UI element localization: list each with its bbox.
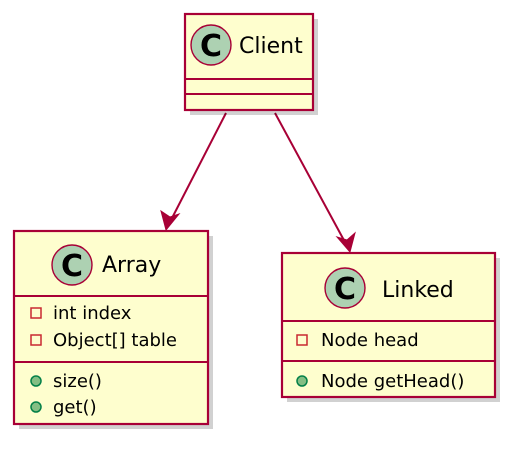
class-array-method: get() [53,397,97,418]
edge-client-array [160,112,227,232]
class-array-box [12,229,210,426]
class-array[interactable]: C Array int index Object[] table size() … [12,229,213,429]
public-method-icon [30,375,42,387]
public-method-icon [30,401,42,413]
private-field-icon [296,334,308,346]
class-array-name: Array [102,253,161,278]
class-array-method: size() [53,371,102,392]
class-linked-method: Node getHead() [321,371,464,392]
class-client-name: Client [239,34,303,59]
edge-client-linked [274,112,356,254]
class-linked-box [280,251,497,399]
class-client-badge [190,24,232,66]
class-linked-field: Node head [321,330,419,351]
class-linked-badge [324,267,366,309]
class-client-badge-letter: C [200,29,222,64]
private-field-icon [30,334,42,346]
class-linked[interactable]: C Linked Node head Node getHead() [280,251,500,402]
class-client[interactable]: C Client [183,12,318,115]
private-field-icon [30,307,42,319]
class-array-badge [51,244,93,286]
class-array-field: int index [53,303,132,324]
class-array-field: Object[] table [53,330,177,351]
class-linked-badge-letter: C [334,272,356,307]
class-array-badge-letter: C [61,249,83,284]
public-method-icon [296,375,308,387]
class-linked-name: Linked [382,278,454,303]
